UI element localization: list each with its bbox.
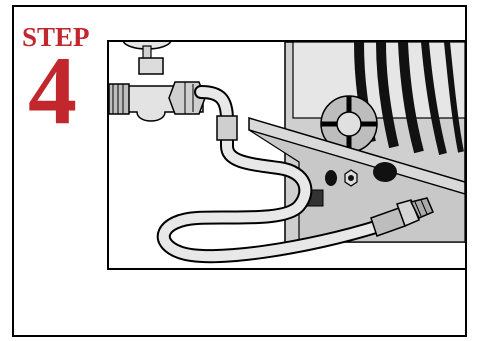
installation-illustration [107,40,467,270]
water-valve-icon [109,42,205,121]
hose-connection-diagram [109,42,465,268]
step-number: 4 [28,42,77,140]
